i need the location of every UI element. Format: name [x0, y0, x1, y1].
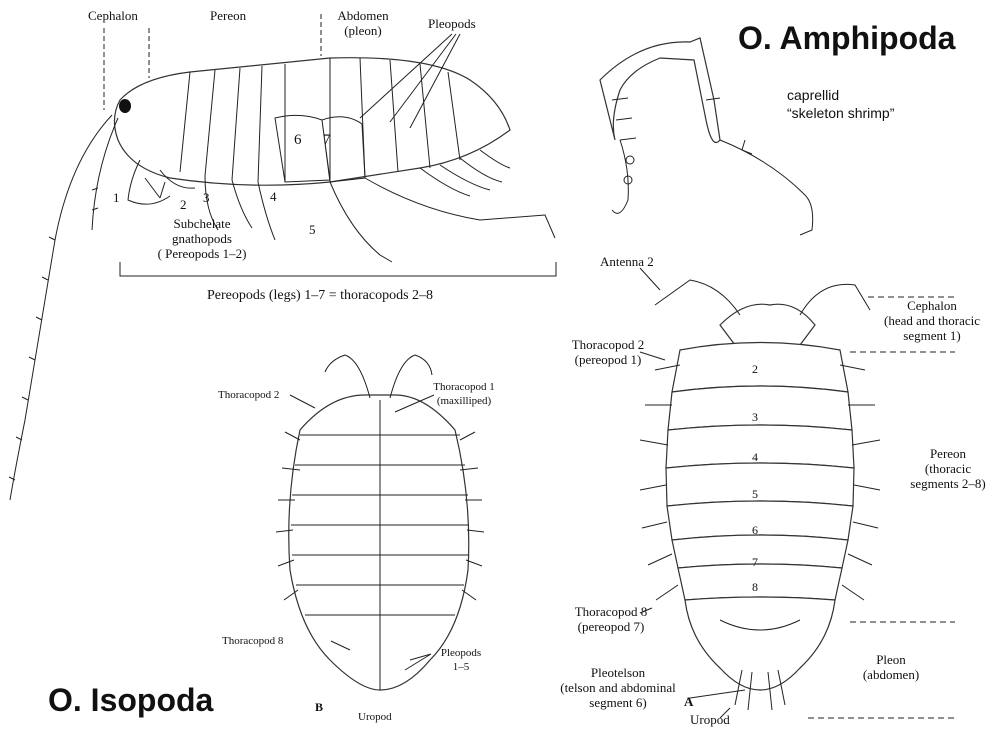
dorsal-pereon-line2: (thoracic	[896, 461, 1000, 476]
ventral-thoracopod1-line1: Thoracopod 1	[424, 380, 504, 394]
dorsal-thoracopod2-line2: (pereopod 1)	[563, 352, 653, 367]
ventral-thoracopod1-line2: (maxilliped)	[424, 394, 504, 408]
amphipod-body	[114, 58, 510, 186]
leg-number-7: 7	[323, 133, 331, 148]
leg-number-1: 1	[113, 190, 120, 205]
dorsal-segment-2	[672, 343, 848, 393]
leg-number-6: 6	[294, 133, 302, 148]
subchelate-label-line3: ( Pereopods 1–2)	[142, 246, 262, 261]
dorsal-pleotelson-line1: Pleotelson	[548, 665, 688, 680]
caprellid-illustration	[600, 38, 813, 235]
leg-number-2: 2	[180, 197, 187, 212]
amphipod-eye	[119, 99, 131, 113]
dorsal-pleon-line2: (abdomen)	[846, 667, 936, 682]
dorsal-segment-5	[666, 463, 854, 506]
amphipod-illustration	[9, 14, 556, 500]
dorsal-pereon-label: Pereon (thoracic segments 2–8)	[896, 446, 1000, 491]
dorsal-antenna2-label: Antenna 2	[600, 254, 654, 269]
caprellid-joint-1	[626, 156, 634, 164]
dorsal-cephalon-line2: (head and thoracic	[868, 313, 996, 328]
dorsal-segment-number: 3	[752, 410, 758, 425]
leg-number-3: 3	[203, 190, 210, 205]
dorsal-thoracopod8-label: Thoracopod 8 (pereopod 7)	[568, 604, 654, 634]
amphipod-antenna-setae	[9, 188, 98, 480]
amphipod-antenna-1	[10, 115, 112, 500]
dorsal-segment-number: 7	[752, 555, 758, 570]
dorsal-pleotelson-label: Pleotelson (telson and abdominal segment…	[548, 665, 688, 710]
dorsal-segment-7	[672, 535, 848, 568]
abdomen-label-line1: Abdomen	[330, 8, 396, 23]
isopod-ventral-antennae	[325, 355, 432, 398]
legs-caption: Pereopods (legs) 1–7 = thoracopods 2–8	[207, 288, 433, 303]
dorsal-segment-8	[678, 564, 842, 600]
dorsal-segment-number: 2	[752, 362, 758, 377]
subchelate-label: Subchelate gnathopods ( Pereopods 1–2)	[142, 216, 262, 261]
dorsal-pereon-line3: segments 2–8)	[896, 476, 1000, 491]
ventral-uropod-label: Uropod	[358, 710, 392, 725]
amphipoda-title: O. Amphipoda	[738, 20, 955, 56]
caprellid-label: caprellid “skeleton shrimp”	[787, 86, 894, 122]
cephalon-label: Cephalon	[88, 8, 138, 23]
dorsal-cephalon-line3: segment 1)	[868, 328, 996, 343]
subchelate-label-line1: Subchelate	[142, 216, 262, 231]
caprellid-claw	[742, 140, 752, 154]
dorsal-thoracopod2-label: Thoracopod 2 (pereopod 1)	[563, 337, 653, 367]
dorsal-segment-6	[667, 501, 853, 540]
caprellid-leg-2	[720, 140, 813, 235]
legs-bracket	[120, 262, 556, 276]
dorsal-thoracopod2-line1: Thoracopod 2	[563, 337, 653, 352]
dorsal-segment-4	[666, 425, 854, 468]
subchelate-label-line2: gnathopods	[142, 231, 262, 246]
pereon-label: Pereon	[210, 8, 246, 23]
dorsal-pleon-label: Pleon (abdomen)	[846, 652, 936, 682]
ventral-figure-letter: B	[315, 700, 323, 715]
gnathopods-pointer	[145, 178, 165, 198]
leg-number-4: 4	[270, 189, 277, 204]
ventral-pleopods-line2: 1–5	[433, 660, 489, 674]
dorsal-figure-letter: A	[684, 694, 693, 709]
dorsal-segment-number: 4	[752, 450, 758, 465]
caprellid-label-line1: caprellid	[787, 86, 894, 104]
ventral-pleopods-line1: Pleopods	[433, 646, 489, 660]
dorsal-segment-number: 5	[752, 487, 758, 502]
abdomen-label-line2: (pleon)	[330, 23, 396, 38]
dorsal-thoracopod8-line1: Thoracopod 8	[568, 604, 654, 619]
pleopods-label: Pleopods	[428, 16, 476, 31]
isopod-dorsal-cephalon	[720, 304, 815, 345]
dorsal-pereon-line1: Pereon	[896, 446, 1000, 461]
caprellid-body	[600, 38, 720, 143]
dorsal-cephalon-label: Cephalon (head and thoracic segment 1)	[868, 298, 996, 343]
ventral-thoracopod1-label: Thoracopod 1 (maxilliped)	[424, 380, 504, 408]
ventral-thoracopod2-label: Thoracopod 2	[218, 388, 279, 403]
dorsal-pleotelson-line2: (telson and abdominal	[548, 680, 688, 695]
dorsal-segment-number: 6	[752, 523, 758, 538]
caprellid-label-line2: “skeleton shrimp”	[787, 104, 894, 122]
dorsal-segment-3	[668, 386, 852, 430]
dorsal-pleotelson-line3: segment 6)	[548, 695, 688, 710]
dorsal-segment-number: 8	[752, 580, 758, 595]
ventral-pleopods-label: Pleopods 1–5	[433, 646, 489, 674]
abdomen-label: Abdomen (pleon)	[330, 8, 396, 38]
ventral-thoracopod8-label: Thoracopod 8	[222, 634, 283, 649]
dorsal-uropod-label: Uropod	[690, 712, 730, 727]
leg-number-5: 5	[309, 222, 316, 237]
isopoda-title: O. Isopoda	[48, 682, 213, 718]
isopod-dorsal-pleon	[685, 597, 835, 690]
dorsal-thoracopod8-line2: (pereopod 7)	[568, 619, 654, 634]
dorsal-cephalon-line1: Cephalon	[868, 298, 996, 313]
dorsal-pleon-line1: Pleon	[846, 652, 936, 667]
